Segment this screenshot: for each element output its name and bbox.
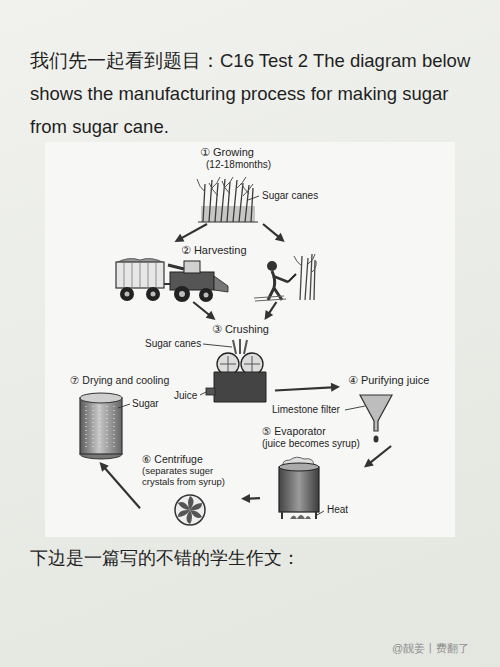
process-stage: ⑤ Evaporator(juice becomes syrup) (260, 423, 364, 522)
heat-flame (290, 515, 311, 519)
part-label: Sugar canes (262, 190, 318, 202)
drying-drum (80, 398, 122, 454)
part-label: Sugar (132, 398, 159, 410)
arrow-shaft (105, 468, 140, 508)
process-stage: ① Growing(12-18months) (195, 145, 275, 224)
drum-texture (86, 406, 114, 450)
leader-line (118, 404, 130, 408)
evaporator-tank (279, 467, 319, 512)
stage-label: ① Growing (200, 146, 254, 159)
process-stage: ⑦ Drying and cooling (68, 372, 173, 462)
process-stage: ③ Crushing (205, 320, 275, 406)
wheel-hub (179, 291, 185, 297)
process-stage: ④ Purifying juice (340, 372, 433, 446)
part-label: Limestone filter (272, 404, 340, 416)
process-stage: ⑥ Centrifuge(separates suger crystals fr… (140, 452, 241, 530)
part-label: Heat (327, 504, 348, 516)
harvester-chute (168, 265, 184, 269)
crusher-frame (214, 372, 266, 402)
arrow-shaft (370, 446, 391, 463)
wheel (120, 287, 134, 301)
leader-line (200, 392, 206, 395)
arrow-shaft (275, 387, 332, 390)
process-arrow (175, 224, 208, 242)
stage-label: (12-18months) (206, 159, 271, 171)
process-arrow (241, 494, 260, 503)
cane-leaves (294, 254, 316, 272)
title-text: 我们先一起看到题目：C16 Test 2 The diagram below s… (30, 44, 476, 143)
stage-label: ② Harvesting (181, 244, 247, 257)
leader-line (317, 511, 324, 515)
leader-line (203, 344, 232, 347)
arrow-shaft (263, 224, 279, 237)
diagram-panel (45, 142, 455, 537)
process-arrow (100, 462, 141, 508)
worker-body (268, 271, 282, 300)
arrow-head (275, 233, 285, 242)
arrow-head (206, 311, 216, 320)
centrifuge-drum (175, 495, 205, 525)
wheel-hub (204, 293, 209, 298)
stage-label: ⑦ Drying and cooling (70, 374, 169, 386)
arrow-head (265, 310, 274, 320)
wheel-hub (151, 292, 156, 297)
sugar-cane-leaves (197, 177, 253, 196)
wheel (146, 287, 160, 301)
leader-line (345, 406, 365, 410)
arrow-shaft (269, 302, 277, 313)
worker-arm (273, 276, 288, 282)
process-arrow (275, 383, 340, 392)
harvester-cutter (214, 276, 228, 292)
wheel-hub (125, 292, 130, 297)
worker-head (267, 261, 277, 271)
arrow-shaft (193, 302, 209, 315)
arrow-head (175, 234, 185, 242)
stage-label: ④ Purifying juice (348, 374, 429, 387)
arrow-head (331, 383, 340, 392)
watermark: @靓姜丨费翻了 (392, 642, 469, 655)
machete (288, 274, 296, 282)
harvester-cab (184, 261, 200, 273)
caption-text: 下边是一篇写的不错的学生作文： (30, 545, 476, 571)
stage-label: (juice becomes syrup) (262, 438, 360, 450)
stage-label: ③ Crushing (212, 323, 269, 336)
arrow-shaft (249, 497, 260, 500)
drum-top (80, 393, 122, 403)
centrifuge-blade (177, 500, 192, 512)
arrow-head (241, 494, 250, 503)
trailer (116, 262, 164, 288)
part-label: Juice (174, 390, 197, 402)
stage-label: ⑤ Evaporator (262, 425, 326, 437)
arrow-head (364, 458, 374, 467)
process-arrow (193, 302, 215, 320)
process-arrow (263, 224, 285, 242)
tank-top (279, 463, 319, 471)
limestone-funnel (360, 395, 392, 431)
juice-drop (374, 436, 379, 443)
ground-line (198, 221, 258, 222)
process-arrow (364, 446, 391, 468)
standing-canes (300, 254, 315, 300)
stage-label: ⑥ Centrifuge (142, 453, 203, 465)
stage-label: (separates suger crystals from syrup) (142, 466, 238, 488)
process-stage: ② Harvesting (110, 242, 318, 302)
trailer-slats (124, 262, 156, 288)
hitch (164, 283, 170, 285)
part-label: Sugar canes (145, 338, 201, 350)
juice-spout (206, 388, 215, 395)
wheel (199, 288, 213, 302)
cut-canes (254, 296, 286, 301)
leader-line (248, 196, 259, 200)
arrow-head (100, 462, 109, 472)
wheel (174, 286, 190, 302)
harvester-body (170, 272, 214, 290)
arrow-shaft (182, 224, 208, 238)
canes-in-crusher (233, 339, 247, 354)
tank-legs (282, 512, 316, 519)
process-arrow (265, 302, 277, 320)
roller-spokes (220, 356, 260, 372)
